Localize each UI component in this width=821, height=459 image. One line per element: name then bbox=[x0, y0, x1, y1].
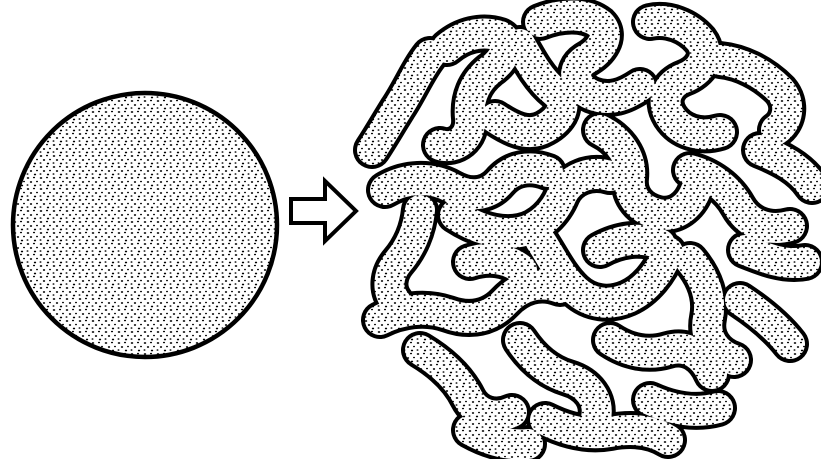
strand-fill bbox=[650, 400, 718, 411]
strand-fill bbox=[470, 430, 528, 444]
strand-fill bbox=[745, 250, 805, 263]
arrow-icon bbox=[291, 181, 356, 241]
porous-sphere-strands bbox=[372, 16, 812, 445]
strand-fill bbox=[545, 420, 668, 440]
strand-fill bbox=[600, 240, 660, 250]
strand-fill bbox=[740, 300, 790, 344]
strand-fill bbox=[389, 210, 420, 302]
strand-fill bbox=[385, 168, 548, 194]
solid-sphere-outline bbox=[13, 93, 277, 357]
strand-fill bbox=[470, 259, 522, 270]
transformation-arrow bbox=[291, 181, 356, 241]
porous-sphere bbox=[372, 16, 812, 445]
solid-sphere bbox=[13, 93, 277, 357]
